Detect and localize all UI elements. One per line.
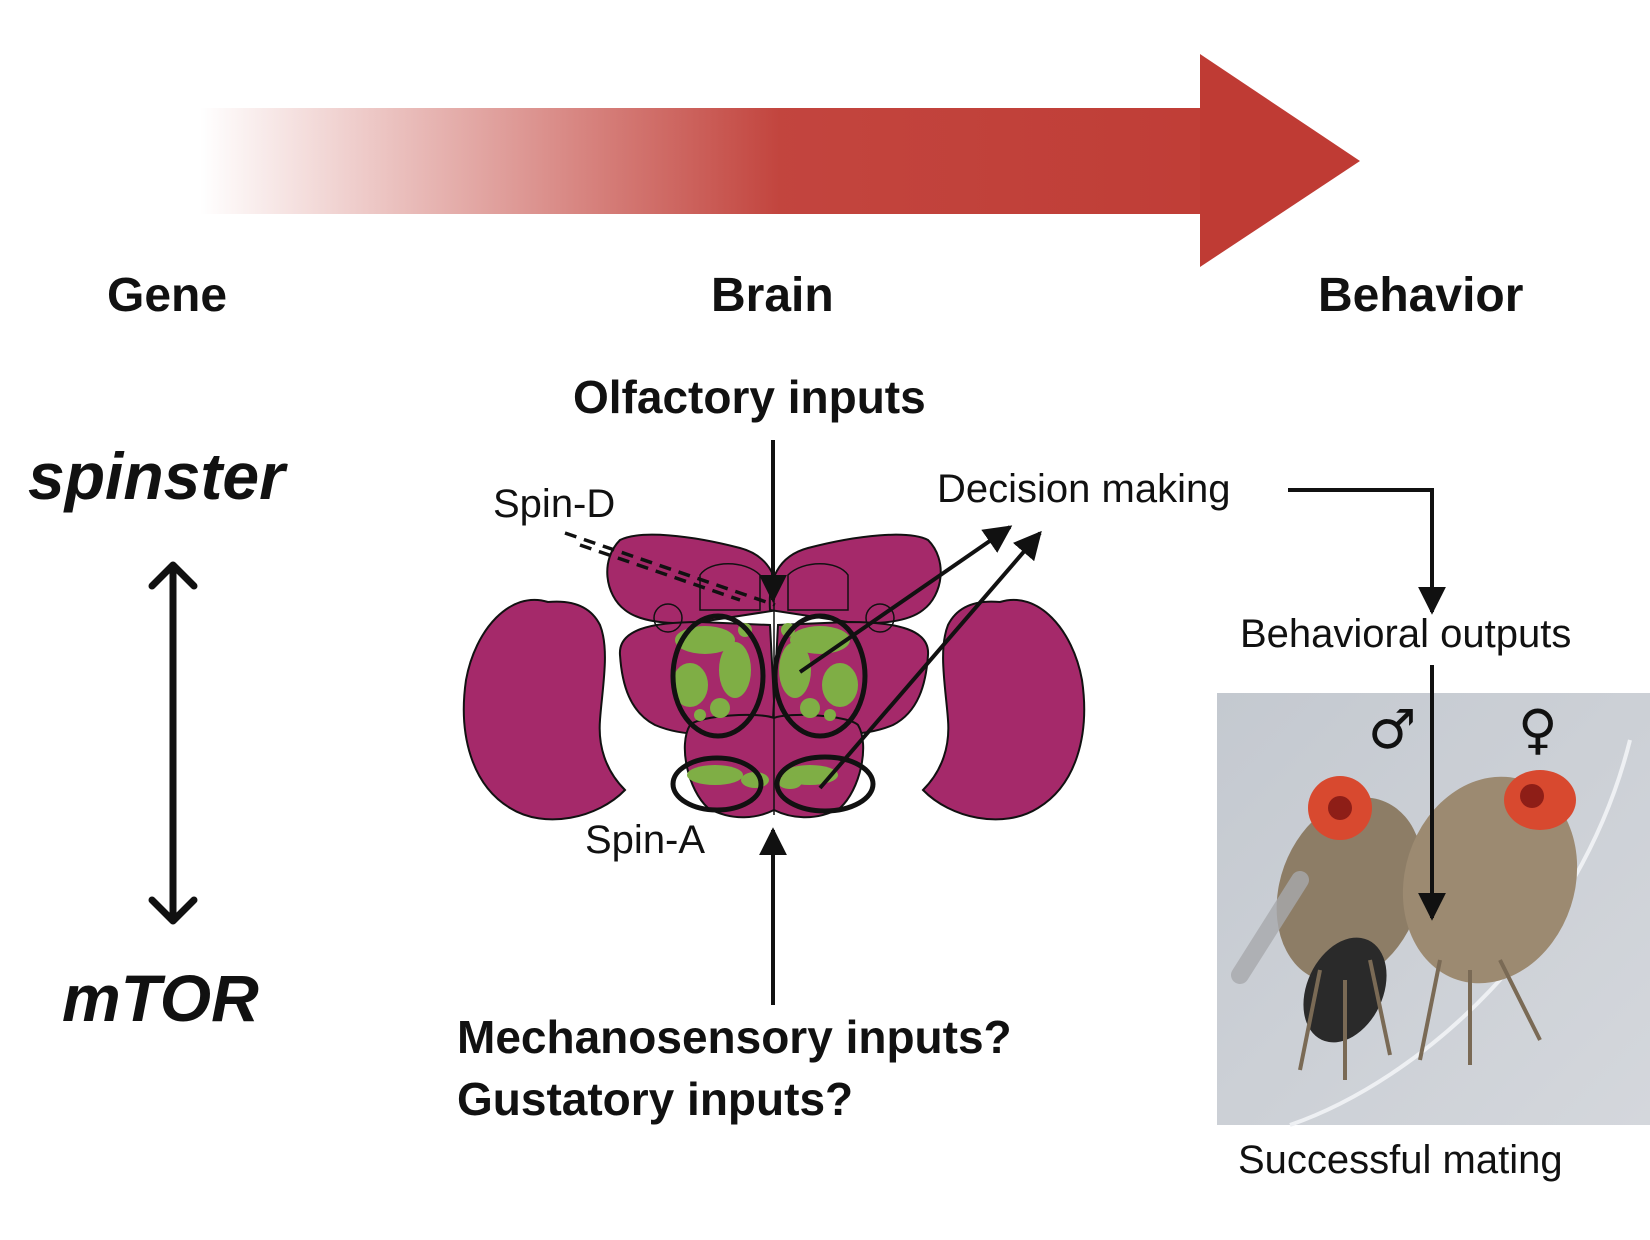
gene-double-arrow <box>148 561 198 925</box>
decision-arrow-1 <box>798 525 1013 674</box>
progression-arrow <box>200 54 1360 267</box>
spin-d-leaders <box>564 531 776 607</box>
spin-a-neurons <box>687 765 838 789</box>
stage-behavior-label: Behavior <box>1318 269 1524 322</box>
decision-making-label: Decision making <box>937 467 1231 511</box>
stage-brain-label: Brain <box>711 269 834 322</box>
male-symbol: ♂ <box>1368 698 1417 761</box>
decision-arrow-2 <box>818 530 1042 790</box>
spin-d-outline-left <box>670 613 766 739</box>
decision-to-outputs-arrow <box>1288 488 1446 615</box>
gustatory-inputs-label: Gustatory inputs? <box>457 1073 854 1125</box>
central-brain-top-right <box>768 533 942 625</box>
successful-mating-label: Successful mating <box>1238 1138 1563 1182</box>
gene-mtor: mTOR <box>62 961 259 1035</box>
olfactory-inputs-label: Olfactory inputs <box>573 371 926 423</box>
male-fly <box>1231 776 1424 1080</box>
spin-d-outline-right <box>772 613 868 739</box>
spin-d-label: Spin-D <box>493 482 616 526</box>
spin-d-neurons-left <box>672 623 752 721</box>
spin-a-outline-right <box>774 754 876 814</box>
gene-spinster: spinster <box>28 439 285 513</box>
left-optic-lobe <box>462 599 627 821</box>
right-optic-lobe <box>921 599 1086 821</box>
stage-gene-label: Gene <box>107 269 228 322</box>
female-fly <box>1402 770 1578 1065</box>
mechanosensory-inputs-label: Mechanosensory inputs? <box>457 1011 1012 1063</box>
spin-a-label: Spin-A <box>585 818 706 862</box>
spin-a-outline-left <box>670 755 764 813</box>
behavioral-outputs-label: Behavioral outputs <box>1240 612 1572 656</box>
female-symbol: ♀ <box>1518 698 1558 761</box>
